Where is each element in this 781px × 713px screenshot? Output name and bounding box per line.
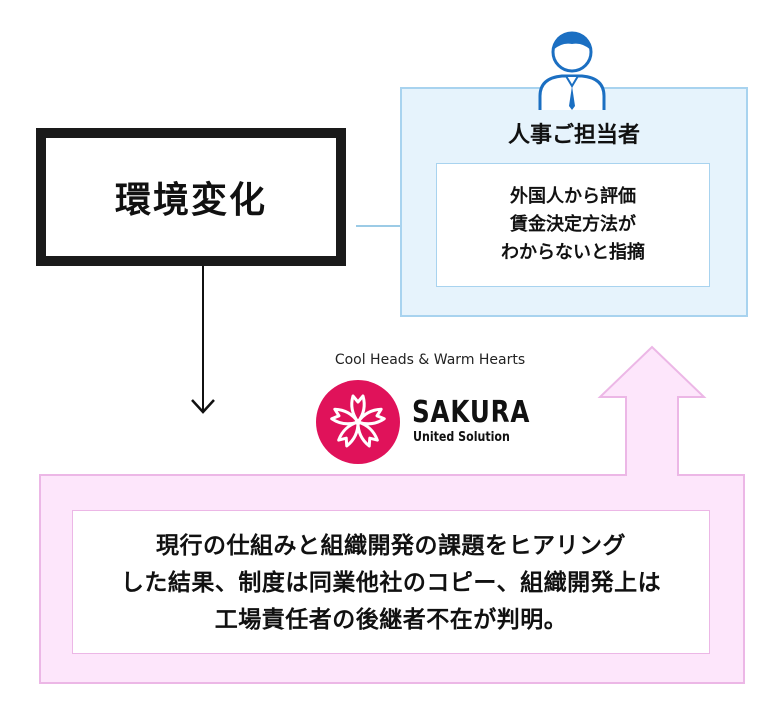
down-arrow-line: [202, 266, 204, 410]
connector-line: [356, 225, 438, 227]
result-line: 現行の仕組みと組織開発の課題をヒアリング: [156, 531, 626, 559]
result-box: 現行の仕組みと組織開発の課題をヒアリング した結果、制度は同業他社のコピー、組織…: [72, 510, 710, 654]
brand-name: SAKURA: [412, 395, 531, 430]
environment-change-box: 環境変化: [36, 128, 346, 266]
brand-tagline: Cool Heads & Warm Hearts: [334, 352, 526, 368]
sakura-flower-logo-icon: [316, 380, 400, 464]
person-icon: [538, 31, 606, 110]
down-arrow-head-icon: [191, 399, 215, 414]
result-line: 工場責任者の後継者不在が判明。: [214, 605, 568, 633]
hr-comment-line: わからないと指摘: [501, 242, 645, 263]
hr-comment-line: 賃金決定方法が: [510, 214, 636, 235]
result-line: した結果、制度は同業他社のコピー、組織開発上は: [120, 568, 662, 596]
hr-comment-line: 外国人から評価: [510, 186, 636, 207]
hr-title: 人事ご担当者: [507, 123, 640, 148]
environment-change-title: 環境変化: [114, 180, 267, 221]
hr-comment-box: 外国人から評価 賃金決定方法が わからないと指摘: [436, 163, 710, 287]
brand-subtitle: United Solution: [413, 430, 510, 445]
